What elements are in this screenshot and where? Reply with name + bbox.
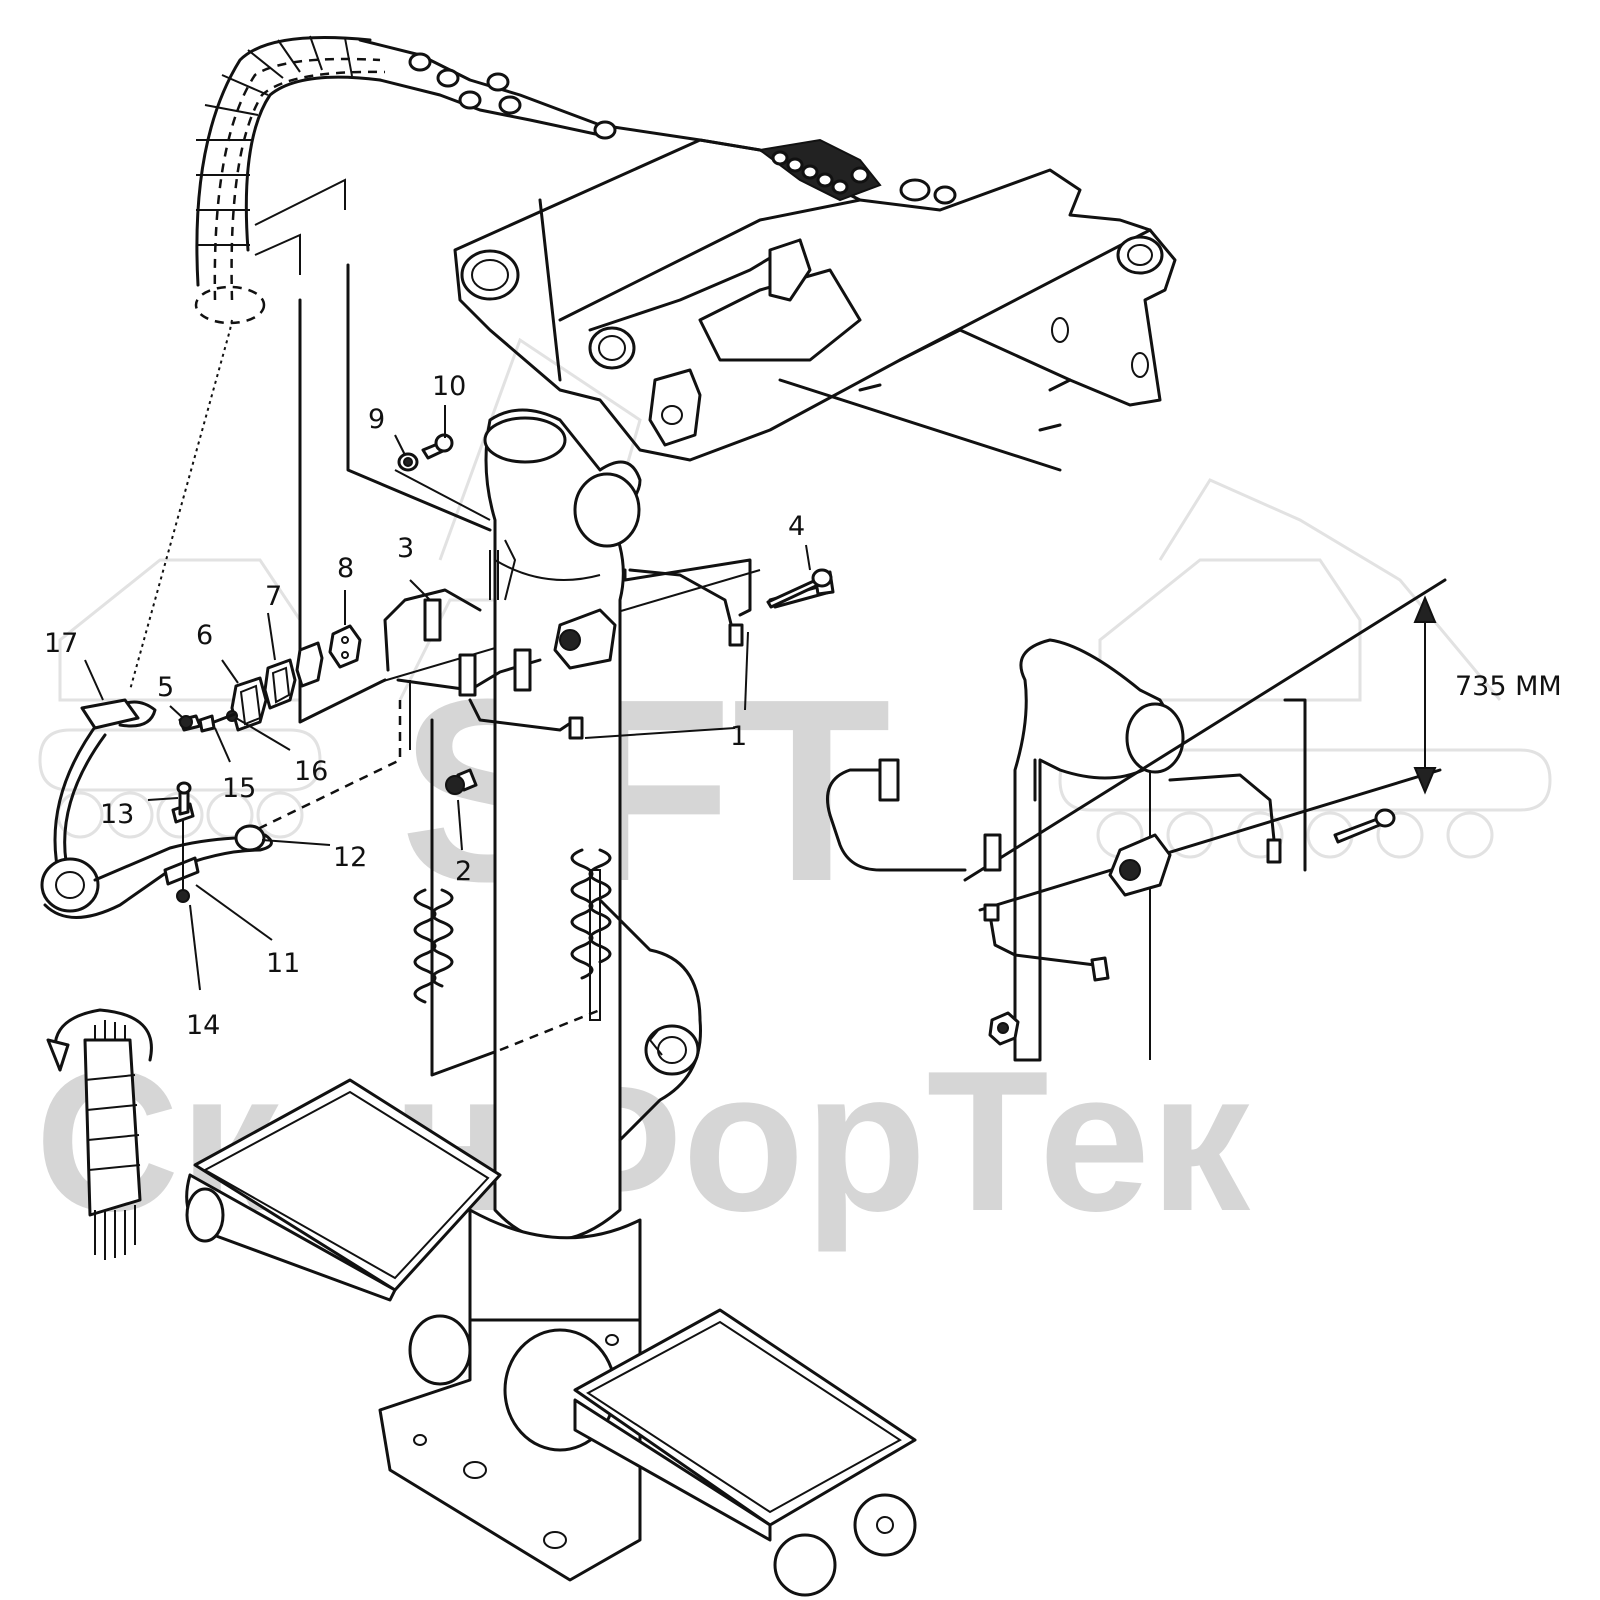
- watermark-logo: SFT: [400, 646, 891, 936]
- callout-7: 7: [265, 581, 282, 612]
- callout-labels: 1 2 3 4 5 6 7 8 9 10 11 12 13 14 15 16 1…: [44, 371, 805, 1041]
- dimension-735: 735 MM: [1413, 595, 1562, 795]
- callout-4: 4: [788, 511, 805, 542]
- callout-2: 2: [455, 856, 472, 887]
- callout-3: 3: [397, 533, 414, 564]
- callout-15: 15: [222, 773, 256, 804]
- callout-12: 12: [333, 842, 367, 873]
- callout-14: 14: [186, 1010, 220, 1041]
- callout-8: 8: [337, 553, 354, 584]
- guide-lines: [129, 178, 761, 1077]
- dimension-label: 735 MM: [1455, 671, 1562, 702]
- inset-detail: [826, 578, 1447, 1062]
- hose-clamp-assembly: [40, 698, 273, 919]
- cable-carrier-chain: [194, 35, 762, 325]
- callout-10: 10: [432, 371, 466, 402]
- boom-arm: [453, 138, 1177, 472]
- callout-5: 5: [157, 672, 174, 703]
- callout-13: 13: [100, 799, 134, 830]
- wire-bundle: [46, 1008, 153, 1260]
- callout-11: 11: [266, 948, 300, 979]
- pads-and-fasteners: [178, 624, 362, 733]
- boom-hose-fittings: [771, 150, 957, 205]
- callout-leaders: [84, 405, 811, 991]
- column-base: [185, 1078, 917, 1597]
- callout-16: 16: [294, 756, 328, 787]
- hose-spring-guards: [413, 848, 612, 1004]
- callout-17: 17: [44, 628, 78, 659]
- watermark: SFT СканФорТек: [35, 337, 1552, 1253]
- callout-6: 6: [196, 620, 213, 651]
- callout-9: 9: [368, 404, 385, 435]
- callout-1: 1: [730, 721, 747, 752]
